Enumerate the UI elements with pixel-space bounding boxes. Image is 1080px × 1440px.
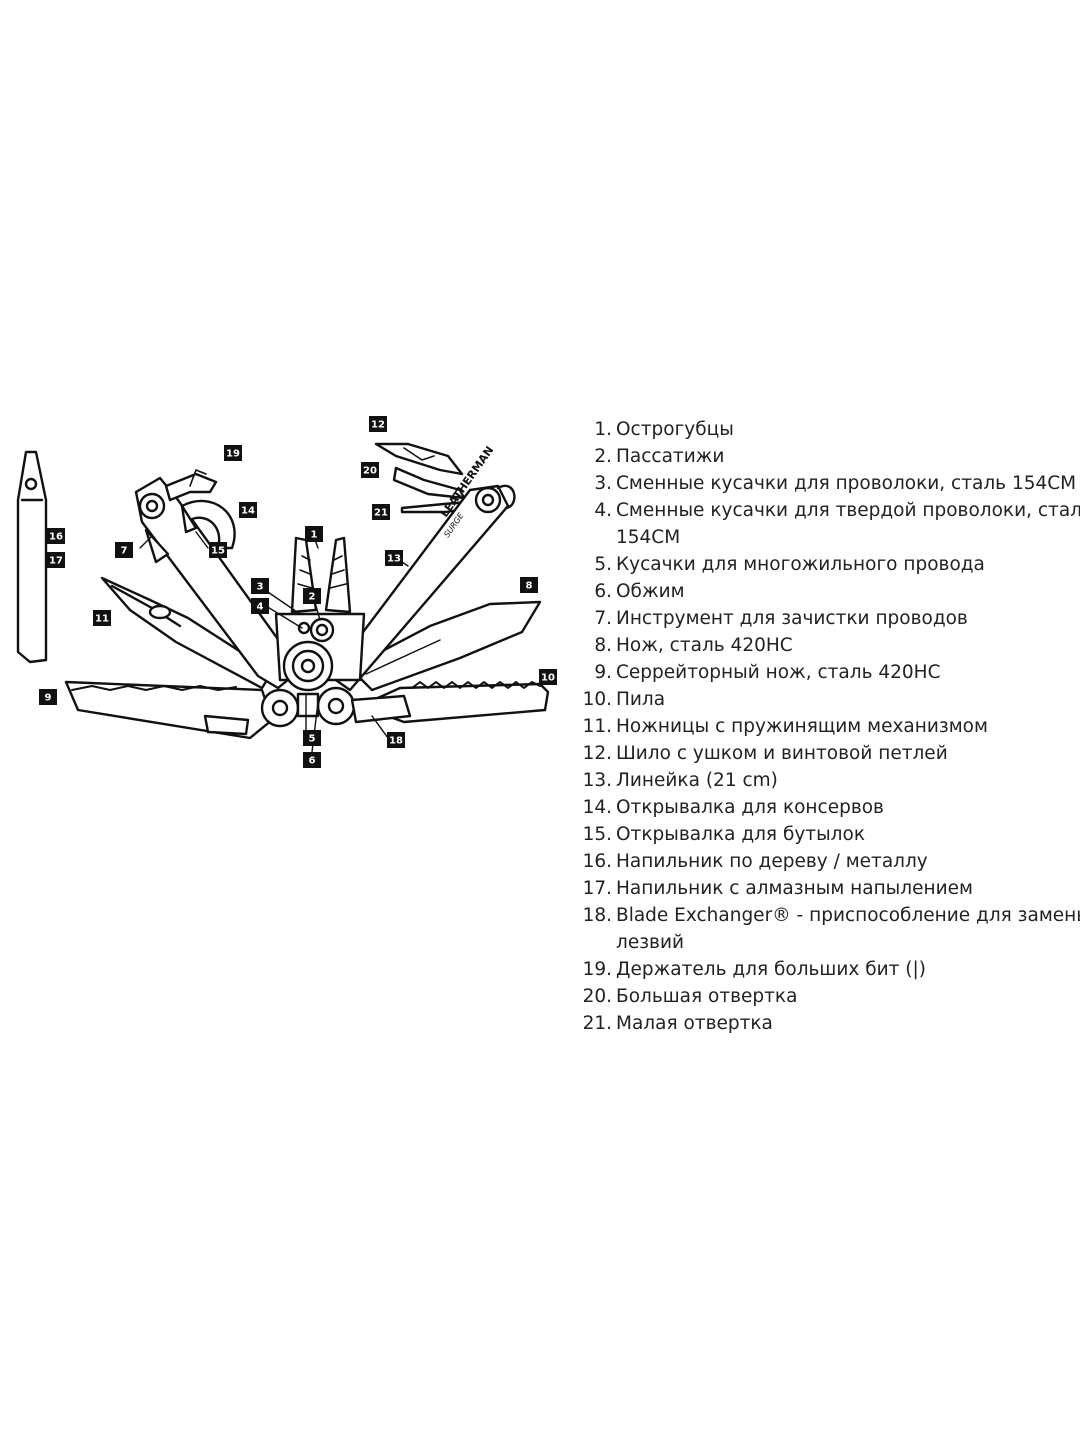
callout-label: 16: [49, 532, 63, 543]
callout-label: 3: [257, 582, 264, 593]
callout-label: 19: [226, 449, 240, 460]
callout-11: 11: [93, 610, 111, 626]
callout-3: 3: [251, 578, 269, 594]
callout-10: 10: [539, 669, 557, 685]
can-opener: [180, 499, 236, 550]
callout-label: 20: [363, 466, 377, 477]
callout-label: 5: [309, 734, 316, 745]
right-handle: LEATHERMAN SURGE: [328, 444, 516, 692]
callout-label: 1: [311, 530, 318, 541]
callout-4: 4: [251, 598, 269, 614]
multitool-diagram: LEATHERMAN SURGE: [16, 416, 557, 768]
callout-21: 21: [372, 504, 390, 520]
callout-label: 15: [211, 546, 225, 557]
callout-7: 7: [115, 542, 133, 558]
pliers-head: [274, 536, 366, 692]
callout-label: 21: [374, 508, 388, 519]
callout-13: 13: [385, 550, 403, 566]
callout-label: 7: [121, 546, 128, 557]
callout-label: 13: [387, 554, 401, 565]
callout-label: 14: [241, 506, 255, 517]
pivots: [260, 686, 412, 728]
callout-18: 18: [387, 732, 405, 748]
callout-8: 8: [520, 577, 538, 593]
callout-label: 12: [371, 420, 385, 431]
callout-label: 6: [309, 756, 316, 767]
serrated-knife: [64, 680, 274, 740]
callout-15: 15: [209, 542, 227, 558]
callout-19: 19: [224, 445, 242, 461]
awl: [374, 442, 464, 476]
callout-label: 4: [257, 602, 264, 613]
callout-12: 12: [369, 416, 387, 432]
bit-driver: [164, 469, 218, 502]
callout-label: 11: [95, 614, 109, 625]
callout-label: 2: [309, 592, 316, 603]
callout-label: 17: [49, 556, 63, 567]
callout-1: 1: [305, 526, 323, 542]
callout-label: 18: [389, 736, 403, 747]
callout-6: 6: [303, 752, 321, 768]
callout-2: 2: [303, 588, 321, 604]
callout-label: 8: [526, 581, 533, 592]
file-tool: [16, 450, 48, 664]
left-handle: [134, 476, 302, 690]
callout-17: 17: [47, 552, 65, 568]
callout-20: 20: [361, 462, 379, 478]
callout-5: 5: [303, 730, 321, 746]
knife-blade: [348, 600, 542, 692]
callout-9: 9: [39, 689, 57, 705]
callout-16: 16: [47, 528, 65, 544]
callout-label: 10: [541, 673, 555, 684]
callout-14: 14: [239, 502, 257, 518]
callout-label: 9: [45, 693, 52, 704]
